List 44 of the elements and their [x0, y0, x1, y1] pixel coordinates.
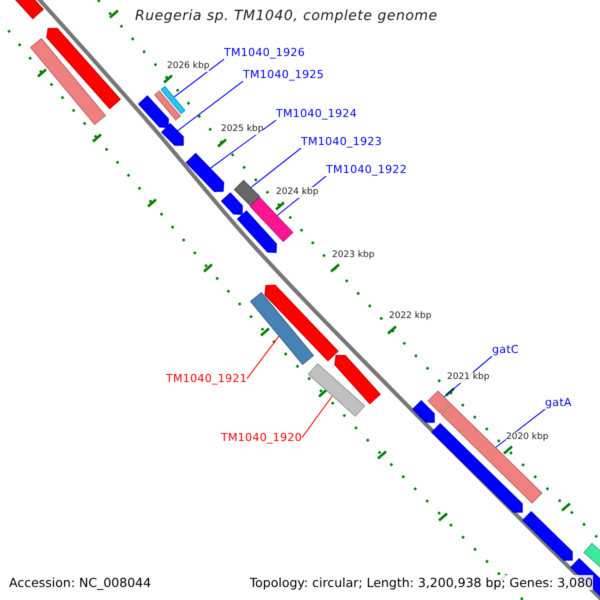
- gene-feature: [308, 363, 366, 417]
- leader-line: [302, 395, 333, 438]
- scale-label: 2023 kbp: [332, 250, 374, 261]
- gene-feature: [160, 86, 186, 114]
- gene-feature: [264, 284, 339, 362]
- gene-feature: [250, 196, 294, 242]
- scale-label: 2024 kbp: [276, 187, 318, 198]
- gene-label: TM1040_1922: [326, 163, 407, 176]
- scale-label: 2021 kbp: [447, 372, 490, 383]
- leader-line: [246, 335, 280, 380]
- gene-feature: [522, 511, 573, 561]
- gene-label: TM1040_1920: [221, 431, 302, 444]
- gene-feature: [30, 38, 106, 126]
- gene-feature: [234, 180, 260, 206]
- leader-line: [250, 148, 302, 188]
- leader-line: [173, 58, 224, 98]
- leader-line: [176, 80, 244, 132]
- gene-label: gatA: [545, 396, 572, 410]
- gene-label: TM1040_1923: [301, 135, 382, 148]
- scale-label: 2022 kbp: [389, 311, 432, 322]
- gene-feature: [46, 28, 121, 110]
- gene-label: TM1040_1926: [224, 46, 305, 60]
- gene-feature: [250, 292, 314, 366]
- gene-feature: [186, 152, 224, 192]
- gene-feature: [583, 542, 600, 570]
- gene-feature: [220, 192, 243, 215]
- title: Ruegeria sp. TM1040, complete genome: [135, 8, 438, 25]
- gene-label: TM1040_1925: [243, 68, 324, 82]
- gene-label: TM1040_1924: [276, 107, 357, 120]
- gene-feature: [138, 95, 169, 128]
- gene-label: TM1040_1921: [166, 372, 247, 386]
- gene-feature: [236, 210, 277, 253]
- leader-line: [210, 120, 276, 169]
- scale-label: 2025 kbp: [221, 124, 264, 135]
- gene-feature: [334, 354, 381, 404]
- scale-label: 2026 kbp: [167, 61, 210, 72]
- footer-text: Topology: circular; Length: 3,200,938 bp; Genes: 3,080: [250, 575, 593, 590]
- scale-label: 2020 kbp: [506, 432, 548, 443]
- gene-feature: [427, 390, 451, 414]
- gene-feature: [154, 90, 181, 121]
- footer-text: Accession: NC_008044: [9, 575, 152, 590]
- gene-feature: [161, 123, 184, 146]
- gene-label: gatC: [492, 343, 519, 356]
- gene-feature: [412, 400, 435, 423]
